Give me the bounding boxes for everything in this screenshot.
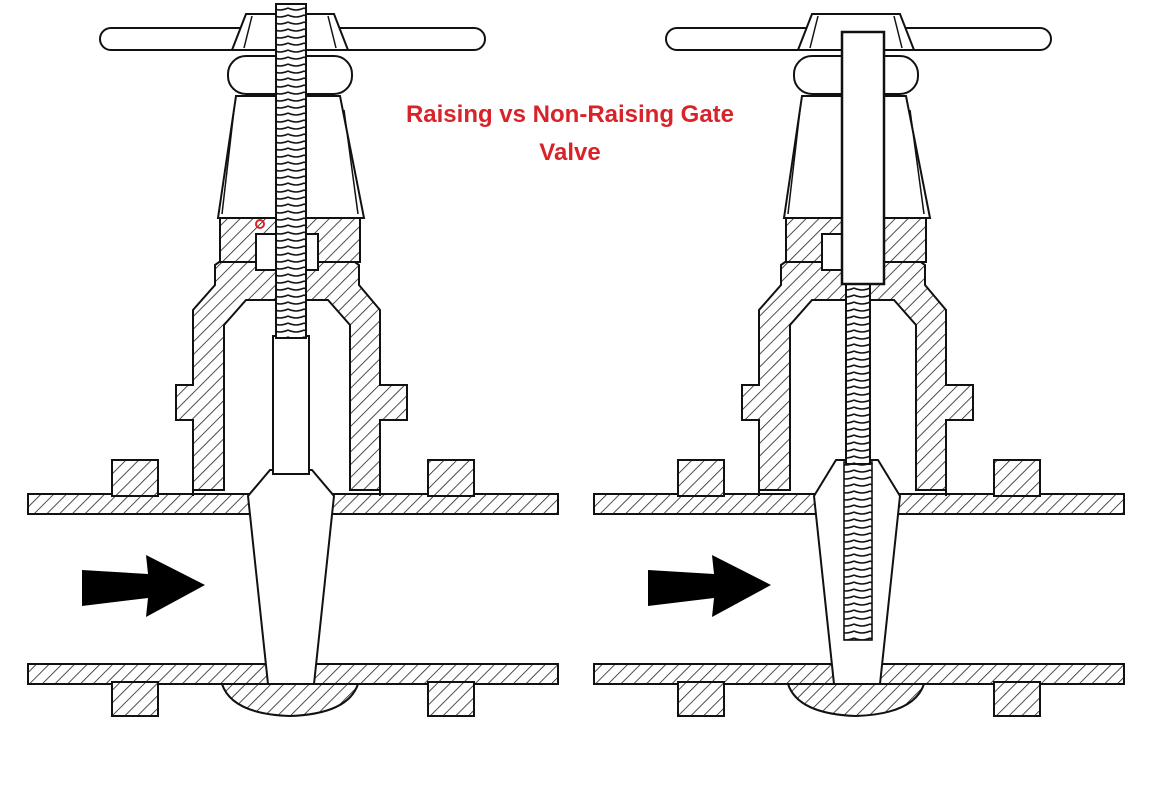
gate-wedge: [246, 469, 336, 685]
title-line-2: Valve: [539, 139, 601, 166]
diagram-title: Raising vs Non-Raising Gate Valve: [360, 96, 780, 172]
red-marker: [255, 219, 265, 229]
title-line-1: Raising vs Non-Raising Gate: [405, 101, 735, 128]
threaded-stem: [845, 283, 871, 465]
gate-threaded-bore: [843, 461, 873, 641]
rising-stem-valve: [27, 3, 559, 717]
threaded-stem: [275, 3, 307, 339]
right-arrow-icon: [82, 555, 205, 617]
valve-stem: [840, 30, 886, 286]
non-rising-stem-valve: [593, 13, 1125, 717]
right-arrow-icon: [648, 555, 771, 617]
valve-stem: [272, 335, 310, 475]
